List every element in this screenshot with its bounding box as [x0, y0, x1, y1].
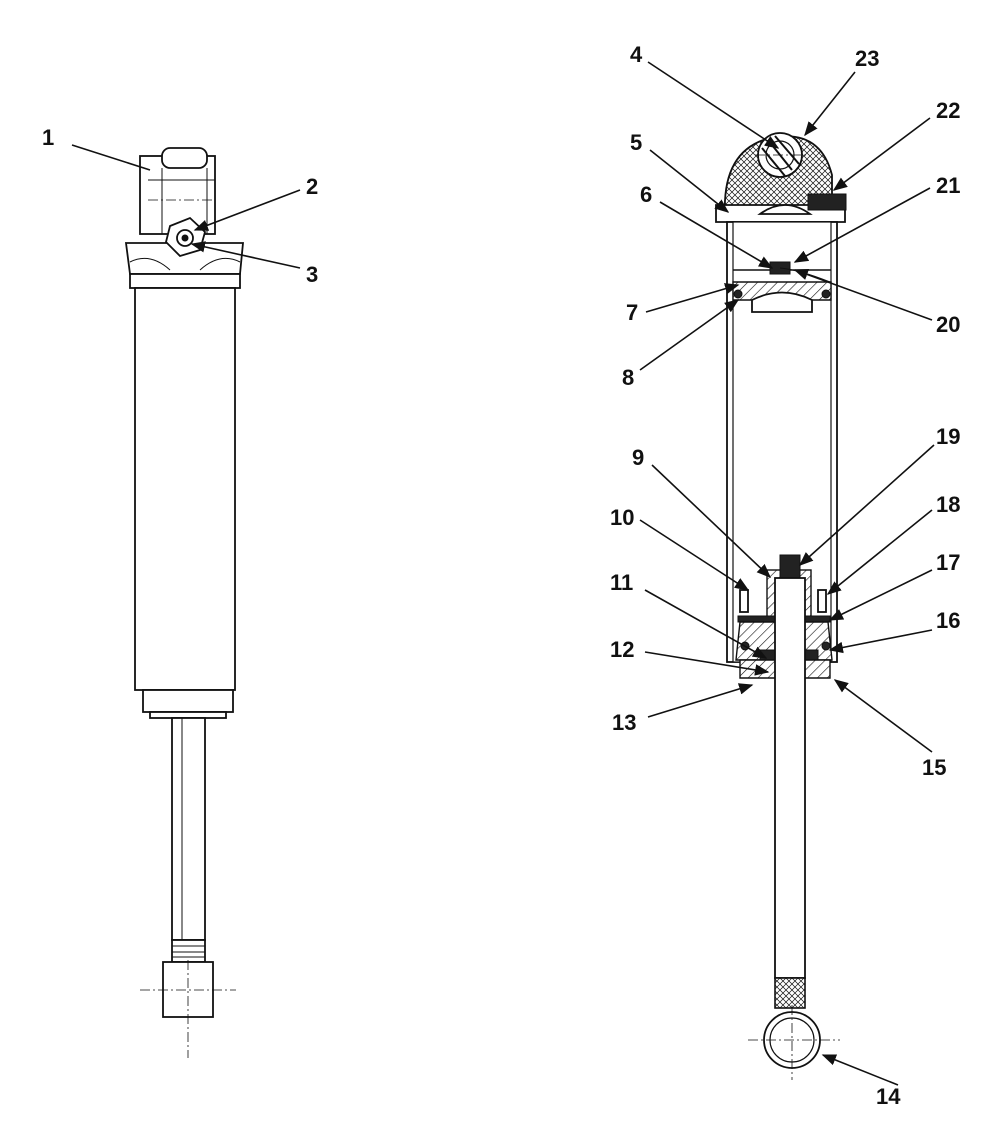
leader-20 [793, 269, 933, 321]
callout-23: 23 [855, 46, 879, 71]
callout-7: 7 [626, 300, 638, 325]
top-mount-eye-exterior [139, 147, 216, 235]
leader-19 [798, 444, 935, 566]
leader-11 [644, 589, 768, 659]
callout-18: 18 [936, 492, 960, 517]
leader-8 [639, 299, 740, 371]
section-view [715, 132, 847, 1080]
leader-9 [651, 464, 772, 578]
leader-5 [649, 149, 730, 213]
piston-rod-exterior [171, 717, 206, 941]
leader-lines [71, 61, 935, 1086]
callout-6: 6 [640, 182, 652, 207]
callout-5: 5 [630, 130, 642, 155]
lower-collar-exterior [142, 689, 234, 713]
top-mount-eye-section [723, 132, 833, 216]
cylinder-body-exterior [134, 287, 236, 691]
leader-17 [828, 569, 933, 621]
callout-11: 11 [610, 570, 633, 595]
callout-16: 16 [936, 608, 960, 633]
floating-piston [732, 261, 832, 313]
callout-22: 22 [936, 98, 960, 123]
leader-14 [821, 1054, 899, 1086]
leader-1 [71, 144, 151, 171]
leader-6 [659, 201, 774, 269]
leader-12 [644, 651, 770, 676]
callout-13: 13 [612, 710, 636, 735]
callout-12: 12 [610, 637, 634, 662]
exterior-view [124, 147, 244, 1058]
leader-13 [647, 683, 754, 718]
callout-labels: 1 2 3 4 5 6 7 8 9 10 11 12 13 14 15 16 1… [42, 42, 960, 1109]
leader-4 [647, 61, 780, 149]
leader-21 [793, 187, 931, 263]
leader-10 [639, 519, 750, 591]
callout-3: 3 [306, 262, 318, 287]
callout-4: 4 [630, 42, 643, 67]
lower-eye-exterior [162, 961, 214, 1018]
leader-15 [833, 679, 933, 753]
callout-15: 15 [922, 755, 946, 780]
leader-18 [826, 509, 933, 595]
leader-22 [832, 117, 931, 191]
callout-2: 2 [306, 174, 318, 199]
callout-1: 1 [42, 125, 54, 150]
callout-10: 10 [610, 505, 634, 530]
callout-9: 9 [632, 445, 644, 470]
callout-20: 20 [936, 312, 960, 337]
leader-23 [804, 71, 856, 137]
callout-8: 8 [622, 365, 634, 390]
cap-plug [807, 193, 847, 211]
callout-19: 19 [936, 424, 960, 449]
leader-2 [193, 189, 301, 231]
leader-3 [190, 241, 301, 269]
callout-17: 17 [936, 550, 960, 575]
leader-16 [828, 629, 933, 654]
piston-rod-section [774, 577, 806, 979]
callout-21: 21 [936, 173, 960, 198]
leader-7 [645, 283, 740, 313]
cylinder-cap-exterior [124, 242, 244, 289]
callout-14: 14 [876, 1084, 901, 1109]
